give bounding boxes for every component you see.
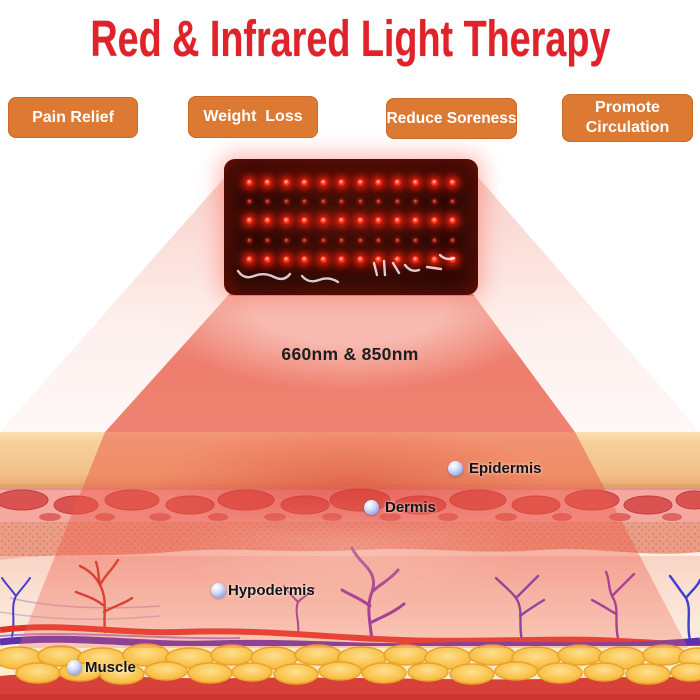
led [259, 231, 278, 250]
led [240, 192, 259, 211]
layer-label-epidermis: Epidermis [469, 460, 542, 477]
benefit-label: Reduce Soreness [386, 109, 517, 127]
epidermis-marker-sphere [448, 461, 463, 476]
led [240, 211, 259, 230]
led [259, 173, 278, 192]
led [388, 250, 407, 269]
led [333, 231, 352, 250]
led [351, 173, 370, 192]
led [444, 211, 463, 230]
page-title: Red & Infrared Light Therapy [0, 6, 700, 70]
led [351, 231, 370, 250]
led-grid [240, 173, 462, 269]
led [314, 173, 333, 192]
dermis-marker-sphere [364, 500, 379, 515]
led [425, 192, 444, 211]
hypodermis-marker-sphere [211, 583, 226, 598]
light-glow-ellipse [120, 296, 580, 432]
led [333, 211, 352, 230]
led [388, 192, 407, 211]
led [277, 231, 296, 250]
led [240, 173, 259, 192]
led [351, 211, 370, 230]
led [277, 192, 296, 211]
led [407, 250, 426, 269]
led [444, 173, 463, 192]
led [314, 250, 333, 269]
benefit-label: Promote Circulation [585, 99, 670, 136]
benefit-label: Weight Loss [203, 108, 303, 125]
benefit-badge-weight-loss: Weight Loss [188, 96, 318, 138]
layer-label-hypodermis: Hypodermis [228, 582, 315, 599]
benefit-badge-reduce-soreness: Reduce Soreness [386, 98, 517, 139]
benefit-badge-promote-circulation: Promote Circulation [562, 94, 693, 142]
layer-label-dermis: Dermis [385, 499, 436, 516]
led [333, 250, 352, 269]
led [370, 192, 389, 211]
layer-label-muscle: Muscle [85, 659, 136, 676]
led [388, 211, 407, 230]
page-title-text: Red & Infrared Light Therapy [89, 9, 611, 67]
led [388, 173, 407, 192]
fat-layer [0, 643, 700, 700]
benefit-badge-pain-relief: Pain Relief [8, 97, 138, 138]
led [425, 173, 444, 192]
led [240, 231, 259, 250]
led [240, 250, 259, 269]
led-panel [224, 159, 478, 295]
led [388, 231, 407, 250]
led [277, 211, 296, 230]
led [259, 211, 278, 230]
led [425, 231, 444, 250]
led [425, 250, 444, 269]
led [259, 192, 278, 211]
led [259, 250, 278, 269]
led [277, 250, 296, 269]
led [314, 231, 333, 250]
led [370, 173, 389, 192]
led [444, 250, 463, 269]
led [314, 211, 333, 230]
led [407, 231, 426, 250]
led [296, 173, 315, 192]
led [407, 173, 426, 192]
led [370, 231, 389, 250]
led [333, 173, 352, 192]
muscle-layer [0, 674, 700, 700]
led [370, 250, 389, 269]
led [407, 211, 426, 230]
led [296, 231, 315, 250]
led [277, 173, 296, 192]
led [333, 192, 352, 211]
led [296, 192, 315, 211]
led [296, 250, 315, 269]
led [370, 211, 389, 230]
led [407, 192, 426, 211]
skin-beam-overlay [18, 432, 688, 648]
led [425, 211, 444, 230]
led [314, 192, 333, 211]
led [351, 192, 370, 211]
led [351, 250, 370, 269]
muscle-marker-sphere [67, 660, 82, 675]
benefit-label: Pain Relief [32, 108, 114, 126]
led [296, 211, 315, 230]
led [444, 231, 463, 250]
led [444, 192, 463, 211]
beam-wavelength-label: 660nm & 850nm [281, 344, 419, 364]
